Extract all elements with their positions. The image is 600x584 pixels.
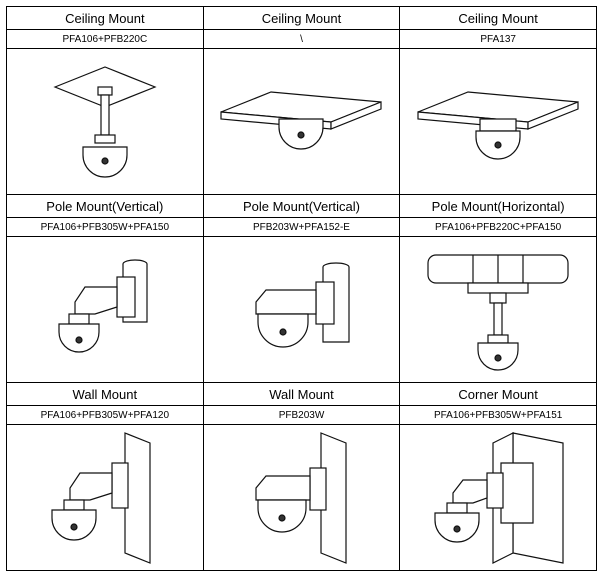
mount-title: Pole Mount(Vertical) <box>6 194 204 218</box>
mount-model: PFA106+PFB305W+PFA150 <box>6 217 204 237</box>
mount-title: Pole Mount(Vertical) <box>202 194 401 218</box>
mount-title: Ceiling Mount <box>399 6 597 30</box>
wall-mount-image <box>6 424 204 571</box>
mount-title: Wall Mount <box>202 382 401 406</box>
vertical-pole-mount-short-image <box>202 236 401 383</box>
mount-model: PFB203W <box>202 405 401 425</box>
mount-model: \ <box>202 29 401 49</box>
mount-model: PFA106+PFB220C <box>6 29 204 49</box>
mount-table: Ceiling Mount Ceiling Mount Ceiling Moun… <box>6 6 597 571</box>
corner-mount-image <box>399 424 597 571</box>
mount-title: Ceiling Mount <box>202 6 401 30</box>
mount-title: Wall Mount <box>6 382 204 406</box>
mount-title: Pole Mount(Horizontal) <box>399 194 597 218</box>
ceiling-mount-adapter-image <box>399 48 597 195</box>
mount-model: PFB203W+PFA152-E <box>202 217 401 237</box>
wall-mount-short-image <box>202 424 401 571</box>
mount-model: PFA137 <box>399 29 597 49</box>
vertical-pole-mount-image <box>6 236 204 383</box>
pendant-ceiling-mount-image <box>6 48 204 195</box>
in-ceiling-dome-image <box>202 48 401 195</box>
mount-model: PFA106+PFB305W+PFA120 <box>6 405 204 425</box>
horizontal-pole-mount-image <box>399 236 597 383</box>
mount-model: PFA106+PFB305W+PFA151 <box>399 405 597 425</box>
mount-model: PFA106+PFB220C+PFA150 <box>399 217 597 237</box>
mount-title: Ceiling Mount <box>6 6 204 30</box>
mount-title: Corner Mount <box>399 382 597 406</box>
